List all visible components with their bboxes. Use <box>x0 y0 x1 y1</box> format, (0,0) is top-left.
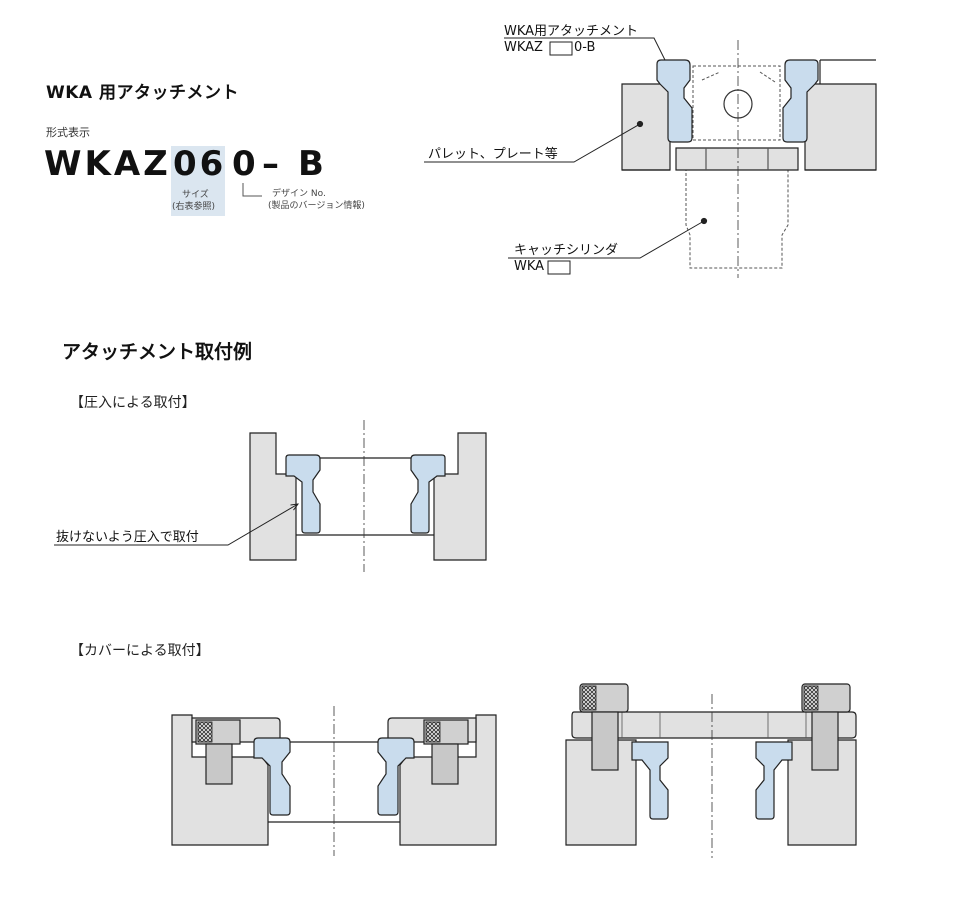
coverfit-attachment-left <box>253 737 291 816</box>
size-note-line1: サイズ <box>182 190 209 200</box>
pallet-right <box>804 83 877 171</box>
top-leader-lines <box>424 37 705 259</box>
coverfit-attachment-right <box>377 737 415 816</box>
coverfit2-bolt-shank-right <box>811 711 839 771</box>
design-note-line2: (製品のバージョン情報) <box>268 201 365 211</box>
press-fit-diagram <box>249 420 487 572</box>
pallet-left <box>621 83 671 171</box>
coverfit2-attachment-right <box>755 741 793 820</box>
press-fit-note: 抜けないよう圧入で取付 <box>56 530 199 545</box>
attachment-right <box>782 59 819 143</box>
coverfit2-cover-bar <box>571 711 857 739</box>
code-prefix: WKAZ <box>44 144 171 184</box>
design-note-line1: デザイン No. <box>272 189 326 199</box>
product-title: WKA 用アタッチメント <box>46 83 239 103</box>
code-leader-lines <box>242 183 262 197</box>
pressfit-plate-right <box>433 432 487 561</box>
attachment-code-prefix: WKAZ <box>504 40 543 55</box>
attachment-code-blank-box <box>549 41 573 56</box>
nut <box>675 147 799 171</box>
coverfit2-attachment-left <box>631 741 669 820</box>
section-title: アタッチメント取付例 <box>62 341 253 363</box>
cover-fit-diagram-left <box>171 706 497 856</box>
coverfit-bolt-shank-right <box>431 743 459 785</box>
coverfit-bolt-shank-left <box>205 743 233 785</box>
code-dash: – <box>262 144 282 184</box>
size-note-line2: (右表参照) <box>172 202 216 212</box>
top-assembly-diagram <box>621 40 877 278</box>
model-caption: 形式表示 <box>46 126 90 139</box>
cylinder-code-blank-box <box>547 260 571 275</box>
press-fit-heading: 【圧入による取付】 <box>70 395 196 411</box>
pressfit-leader <box>54 504 298 546</box>
attachment-left <box>656 59 693 143</box>
size-highlight-box <box>171 146 225 216</box>
code-design: 0 <box>232 144 259 184</box>
cylinder-label: キャッチシリンダ <box>514 243 619 258</box>
coverfit2-bolt-shank-left <box>591 711 619 771</box>
cover-fit-heading: 【カバーによる取付】 <box>70 643 210 659</box>
attachment-label: WKA用アタッチメント <box>504 24 639 39</box>
cylinder-code-prefix: WKA <box>514 259 545 274</box>
cover-fit-diagram-right <box>565 683 857 858</box>
pallet-label: パレット、プレート等 <box>428 147 558 162</box>
pressfit-plate-left <box>249 432 297 561</box>
attachment-code-suffix: 0-B <box>574 40 596 55</box>
code-suffix: B <box>298 144 327 184</box>
pressfit-attachment-left <box>285 454 321 534</box>
code-size: 06 <box>173 144 227 184</box>
pressfit-attachment-right <box>410 454 446 534</box>
